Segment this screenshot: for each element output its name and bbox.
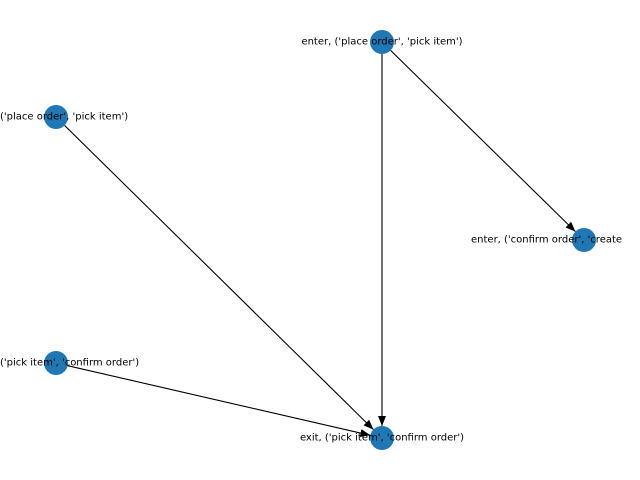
edge-layer (64, 50, 576, 437)
node-label-n5: exit, ('pick item', 'confirm order') (300, 433, 464, 444)
edge-n1-n3 (390, 50, 576, 232)
node-label-n1: enter, ('place order', 'pick item') (301, 37, 462, 48)
node-layer (44, 30, 596, 450)
edge-n2-n5 (64, 125, 374, 430)
node-label-n3: enter, ('confirm order', 'create (471, 235, 622, 246)
node-label-n2: ('place order', 'pick item') (0, 112, 128, 123)
node-n5 (370, 426, 394, 450)
edge-n4-n5 (67, 365, 371, 437)
node-label-n4: ('pick item', 'confirm order') (0, 358, 139, 369)
node-n4 (44, 351, 68, 375)
label-layer: enter, ('place order', 'pick item') ('pl… (0, 37, 622, 444)
node-n2 (44, 105, 68, 129)
node-n3 (572, 228, 596, 252)
node-n1 (370, 30, 394, 54)
